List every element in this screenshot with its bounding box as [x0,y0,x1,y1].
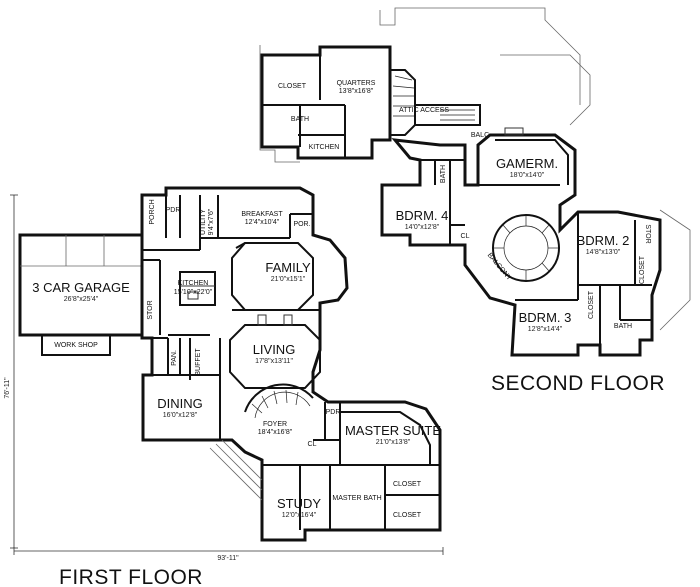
dimension-lines [10,194,444,555]
study-size: 12'0"x16'4" [282,512,317,519]
foyer-size: 18'4"x16'8" [258,429,293,436]
master-suite-bay [340,411,431,465]
bath-label-bdrm4: BATH [440,165,447,183]
quarters-label: QUARTERS [337,80,376,87]
living-room-octagon [229,324,321,389]
bdrm3-label: BDRM. 3 [519,310,572,325]
balcony-curved-stair [492,214,560,282]
pantry-label: PAN. [171,350,178,366]
living-label: LIVING [253,342,296,357]
roof-outlines [259,7,691,331]
quarters-stair [390,69,416,136]
attic-bridge [414,104,481,126]
closet-label-b: CLOSET [393,512,422,519]
study-label: STUDY [277,496,321,511]
gameroom-bay [495,139,569,185]
closet-label-a: CLOSET [393,481,422,488]
second-floor-outline [380,133,662,357]
closet-label-bdrm4: CL [461,233,470,240]
living-column-right [283,314,293,326]
buffet-label: BUFFET [195,348,202,376]
second-floor-interior-walls [420,127,652,345]
breakfast-label: BREAKFAST [241,211,283,218]
bdrm3-size: 12'8"x14'4" [528,326,563,333]
kitchen-label: KITCHEN [178,280,209,287]
utility-size: 9'4"x7'6" [208,208,215,235]
balc-label: BALC [471,132,489,139]
second-floor-title: SECOND FLOOR [491,372,665,395]
foyer-curved-stair [244,383,314,419]
bdrm2-size: 14'8"x13'0" [586,249,621,256]
living-size: 17'8"x13'11" [255,358,293,365]
closet-label-bdrm3: CLOSET [588,290,595,319]
overall-width-dimension: 93'-11" [217,555,239,562]
stor-label-bdrm2: STOR [644,224,651,243]
first-floor-outline [140,186,442,542]
closet-label-quarters: CLOSET [278,83,307,90]
kitchen-size: 15'10"x22'0" [174,289,213,296]
second-floor-plan: CLOSET QUARTERS 13'8"x16'8" BATH KITCHEN… [259,7,691,357]
closet-label-foyer: CL [308,441,317,448]
first-floor-plan: 76'-11" 93'-11" 3 CAR GARAGE 26'8"x25'4"… [4,186,444,562]
powder-label-foyer: PDR [326,409,341,416]
por-label: POR. [293,221,310,228]
dining-size: 16'0"x12'8" [163,412,198,419]
porch-label: PORCH [149,199,156,224]
garage-label: 3 CAR GARAGE [32,280,130,295]
bath-label-shared: BATH [614,323,632,330]
balcony-label: BALCONY [486,252,513,282]
utility-label: UTILITY [200,209,207,235]
workshop-label: WORK SHOP [54,342,98,349]
pdr-label: PDR [166,207,181,214]
living-column-left [257,314,267,326]
overall-depth-dimension: 76'-11" [4,377,11,399]
bath-label-quarters: BATH [291,116,309,123]
master-bath-label: MASTER BATH [332,495,381,502]
quarters-block-walls [260,45,392,160]
first-floor-interior-walls [142,195,440,530]
bdrm2-label: BDRM. 2 [577,233,630,248]
bdrm4-label: BDRM. 4 [396,208,449,223]
entry-steps [209,439,263,501]
first-floor-title: FIRST FLOOR [59,566,203,587]
gameroom-label: GAMERM. [496,156,558,171]
master-suite-label: MASTER SUITE [345,423,441,438]
foyer-label: FOYER [263,421,287,428]
family-size: 21'0"x15'1" [271,276,306,283]
family-label: FAMILY [265,260,311,275]
garage-walls [18,233,144,356]
kitchen-label-quarters: KITCHEN [309,144,340,151]
gameroom-size: 18'0"x14'0" [510,172,545,179]
master-suite-size: 21'0"x13'8" [376,439,411,446]
garage-size: 26'8"x25'4" [64,296,99,303]
dining-label: DINING [157,396,203,411]
kitchen-island [179,271,216,306]
stor-label: STOR [147,300,154,319]
quarters-size: 13'8"x16'8" [339,88,374,95]
closet-label-bdrm2: CLOSET [639,255,646,284]
family-room-bay [231,242,314,311]
attic-access-label: ATTIC ACCESS [399,107,449,114]
breakfast-size: 12'4"x10'4" [245,219,280,226]
bdrm4-size: 14'0"x12'8" [405,224,440,231]
